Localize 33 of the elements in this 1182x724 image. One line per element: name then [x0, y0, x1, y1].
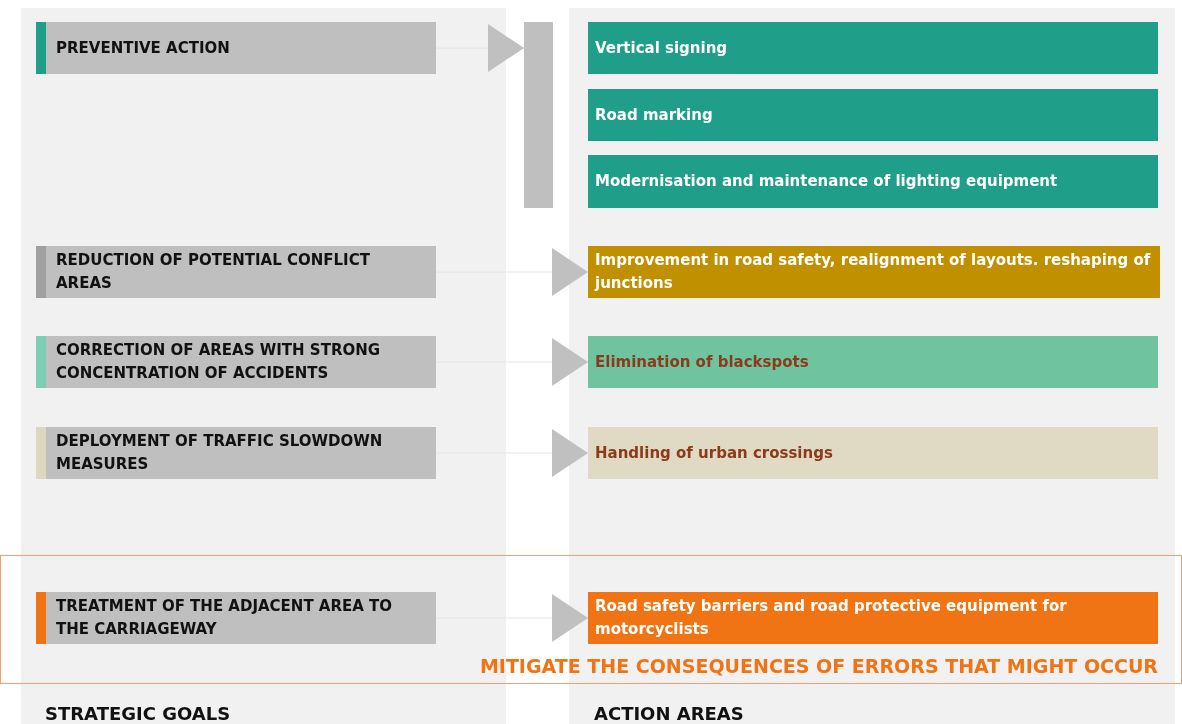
arrow [435, 24, 525, 72]
action-box [588, 89, 1158, 141]
goal-label: REDUCTION OF POTENTIAL CONFLICT AREAS [56, 250, 371, 294]
goal-box [36, 246, 436, 298]
arrow [435, 248, 589, 296]
goal-label: TREATMENT OF THE ADJACENT AREA TO THE CARRIAGEWAY [56, 596, 394, 640]
bracket-bar [524, 22, 553, 208]
action-label: Improvement in road safety, realignment of layouts. reshaping of junctions [595, 250, 1152, 294]
action-box [588, 336, 1158, 388]
action-box [588, 22, 1158, 74]
action-label: Elimination of blackspots [595, 351, 809, 373]
action-label: Road safety barriers and road protective equipment for motorcyclists [595, 596, 1068, 640]
goal-box [36, 427, 436, 479]
arrow [435, 429, 589, 477]
goal-label: DEPLOYMENT OF TRAFFIC SLOWDOWN MEASURES [56, 431, 384, 475]
panel-heading: ACTION AREAS [594, 703, 744, 724]
goal-box [36, 592, 436, 644]
goal-box [36, 336, 436, 388]
action-box [588, 246, 1160, 298]
action-label: Road marking [595, 104, 713, 126]
goal-label: CORRECTION OF AREAS WITH STRONG CONCENTRATION OF ACCIDENTS [56, 340, 382, 384]
action-box [588, 155, 1158, 208]
panel-heading: STRATEGIC GOALS [45, 703, 231, 724]
goal-box [36, 22, 436, 74]
goal-label: PREVENTIVE ACTION [56, 37, 230, 59]
action-label: Handling of urban crossings [595, 442, 833, 464]
action-box [588, 427, 1158, 479]
action-label: Modernisation and maintenance of lighting equipment [595, 171, 1058, 192]
arrow [435, 594, 589, 642]
highlight-caption: MITIGATE THE CONSEQUENCES OF ERRORS THAT MIGHT OCCUR [479, 655, 1158, 677]
action-label: Vertical signing [595, 37, 728, 59]
action-box [588, 592, 1158, 644]
arrow [435, 338, 589, 386]
